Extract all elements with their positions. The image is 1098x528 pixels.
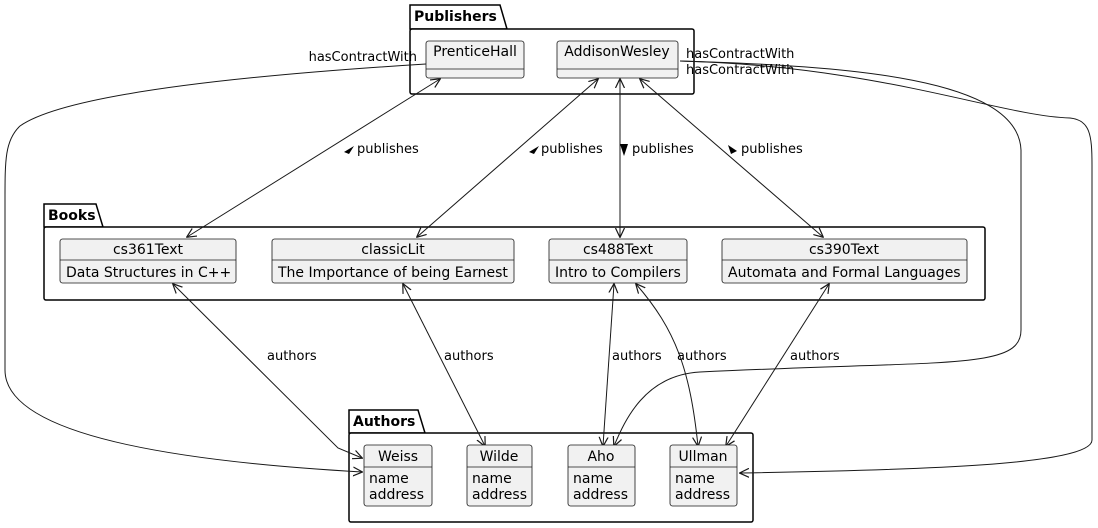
object-attribute: name — [573, 471, 613, 487]
edge-cs488text-aho — [603, 284, 614, 446]
object-addisonwesley: AddisonWesley — [556, 40, 679, 79]
edge-prenticehall-cs361text — [187, 79, 440, 237]
object-prenticehall: PrenticeHall — [425, 40, 525, 79]
edges — [4, 60, 1093, 473]
object-aho: Aho name address — [567, 444, 636, 507]
object-name: PrenticeHall — [433, 44, 517, 60]
label-publishes-4: publishes — [741, 142, 803, 157]
object-wilde: Wilde name address — [466, 444, 533, 507]
edge-addisonwesley-aho — [614, 60, 1022, 446]
edge-classiclit-wilde — [403, 284, 485, 446]
object-name: Weiss — [378, 449, 418, 465]
edge-addisonwesley-cs390text — [640, 79, 823, 237]
direction-arrow-icon — [529, 146, 539, 154]
object-attribute: name — [369, 471, 409, 487]
label-has-contract-2: hasContractWith — [686, 47, 794, 62]
edge-addisonwesley-ullman — [679, 60, 1093, 473]
label-publishes-2: publishes — [541, 142, 603, 157]
label-authors-1: authors — [267, 349, 317, 364]
package-title-books: Books — [48, 208, 96, 224]
object-name: Wilde — [480, 449, 519, 465]
object-attribute: address — [675, 487, 730, 503]
object-cs361text: cs361Text Data Structures in C++ — [59, 238, 237, 284]
edge-addisonwesley-classiclit — [417, 79, 598, 237]
edge-cs361text-weiss — [173, 284, 362, 458]
edge-labels: publishes publishes publishes publishes … — [267, 47, 840, 364]
object-attribute: address — [369, 487, 424, 503]
object-attribute: Automata and Formal Languages — [728, 265, 961, 281]
object-attribute: name — [472, 471, 512, 487]
object-name: Ullman — [678, 449, 727, 465]
label-publishes-3: publishes — [632, 142, 694, 157]
label-authors-2: authors — [444, 349, 494, 364]
package-title-authors: Authors — [353, 414, 415, 430]
direction-arrow-icon — [344, 146, 354, 154]
package-title-publishers: Publishers — [414, 9, 497, 25]
label-authors-3: authors — [612, 349, 662, 364]
object-attribute: address — [573, 487, 628, 503]
object-weiss: Weiss name address — [363, 444, 433, 507]
object-name: AddisonWesley — [564, 44, 669, 60]
object-attribute: name — [675, 471, 715, 487]
label-authors-5: authors — [790, 349, 840, 364]
object-attribute: Data Structures in C++ — [66, 265, 231, 281]
object-name: cs390Text — [809, 242, 880, 258]
object-cs390text: cs390Text Automata and Formal Languages — [721, 238, 968, 284]
object-name: classicLit — [361, 242, 425, 258]
object-name: cs361Text — [113, 242, 184, 258]
label-has-contract-1: hasContractWith — [309, 50, 417, 65]
object-attribute: address — [472, 487, 527, 503]
edge-cs488text-ullman — [636, 284, 698, 446]
object-name: Aho — [587, 449, 614, 465]
direction-arrow-icon — [728, 145, 737, 154]
object-cs488text: cs488Text Intro to Compilers — [548, 238, 688, 284]
edge-cs390text-ullman — [726, 284, 829, 446]
label-has-contract-3: hasContractWith — [686, 63, 794, 78]
edge-prenticehall-weiss — [4, 63, 427, 472]
object-attribute: Intro to Compilers — [555, 265, 681, 281]
package-authors: Authors — [348, 409, 754, 523]
label-publishes-1: publishes — [357, 142, 419, 157]
label-authors-4: authors — [677, 349, 727, 364]
object-classiclit: classicLit The Importance of being Earne… — [271, 238, 515, 284]
object-ullman: Ullman name address — [669, 444, 738, 507]
object-attribute: The Importance of being Earnest — [277, 265, 508, 281]
object-name: cs488Text — [583, 242, 654, 258]
direction-arrow-icon — [620, 144, 628, 156]
